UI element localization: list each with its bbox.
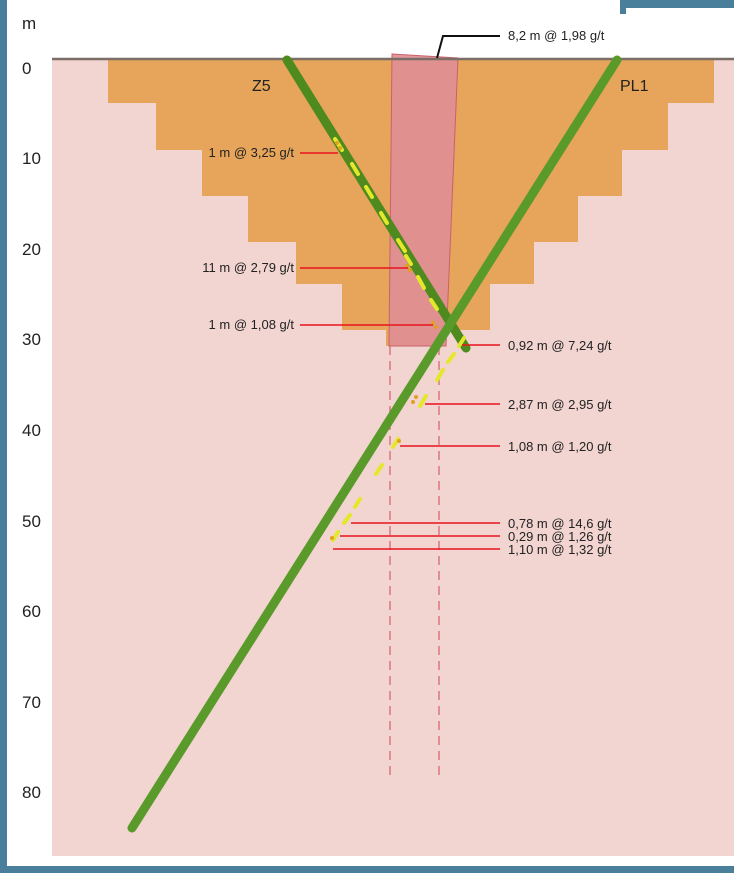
depth-axis: m 0 10 20 30 40 50 60 70 80: [22, 14, 41, 802]
depth-tick-80: 80: [22, 783, 41, 802]
pl1-assay-dots: [330, 395, 418, 540]
assay-label-z5-2: 11 m @ 2,79 g/t: [202, 260, 294, 275]
vein-zone: [389, 54, 458, 346]
drill-hole-pl1: [127, 55, 622, 833]
drill-hole-z5: [282, 55, 471, 353]
assay-label-pl1-2: 2,87 m @ 2,95 g/t: [508, 397, 612, 412]
assay-label-z5-1: 1 m @ 3,25 g/t: [209, 145, 295, 160]
depth-tick-20: 20: [22, 240, 41, 259]
surface-sample-label: 8,2 m @ 1,98 g/t: [508, 28, 605, 43]
depth-unit: m: [22, 14, 36, 33]
assay-label-z5-3: 1 m @ 1,08 g/t: [209, 317, 295, 332]
depth-tick-50: 50: [22, 512, 41, 531]
assay-label-pl1-3: 1,08 m @ 1,20 g/t: [508, 439, 612, 454]
depth-tick-30: 30: [22, 330, 41, 349]
right-assay-callouts: [333, 344, 500, 550]
hole-label-z5: Z5: [252, 78, 271, 95]
open-pit-outline: [54, 60, 714, 346]
frame-tab: [620, 0, 626, 14]
assay-label-pl1-5: 0,29 m @ 1,26 g/t: [508, 529, 612, 544]
assay-label-pl1-6: 1,10 m @ 1,32 g/t: [508, 542, 612, 557]
left-assay-callouts: [300, 152, 433, 326]
frame-notch: [7, 0, 620, 8]
depth-tick-70: 70: [22, 693, 41, 712]
hole-label-pl1: PL1: [620, 78, 649, 95]
depth-tick-10: 10: [22, 149, 41, 168]
depth-tick-0: 0: [22, 59, 31, 78]
surface-sample-callout: 8,2 m @ 1,98 g/t: [436, 28, 605, 59]
assay-label-pl1-1: 0,92 m @ 7,24 g/t: [508, 338, 612, 353]
assay-label-pl1-4: 0,78 m @ 14,6 g/t: [508, 516, 612, 531]
z5-assay-dots: [335, 141, 438, 329]
vein-extension: [389, 346, 440, 780]
depth-tick-60: 60: [22, 602, 41, 621]
depth-tick-40: 40: [22, 421, 41, 440]
pl1-mineralized-intervals: [331, 336, 466, 542]
z5-mineralized-intervals: [333, 137, 439, 311]
vein-outline: [388, 53, 459, 347]
